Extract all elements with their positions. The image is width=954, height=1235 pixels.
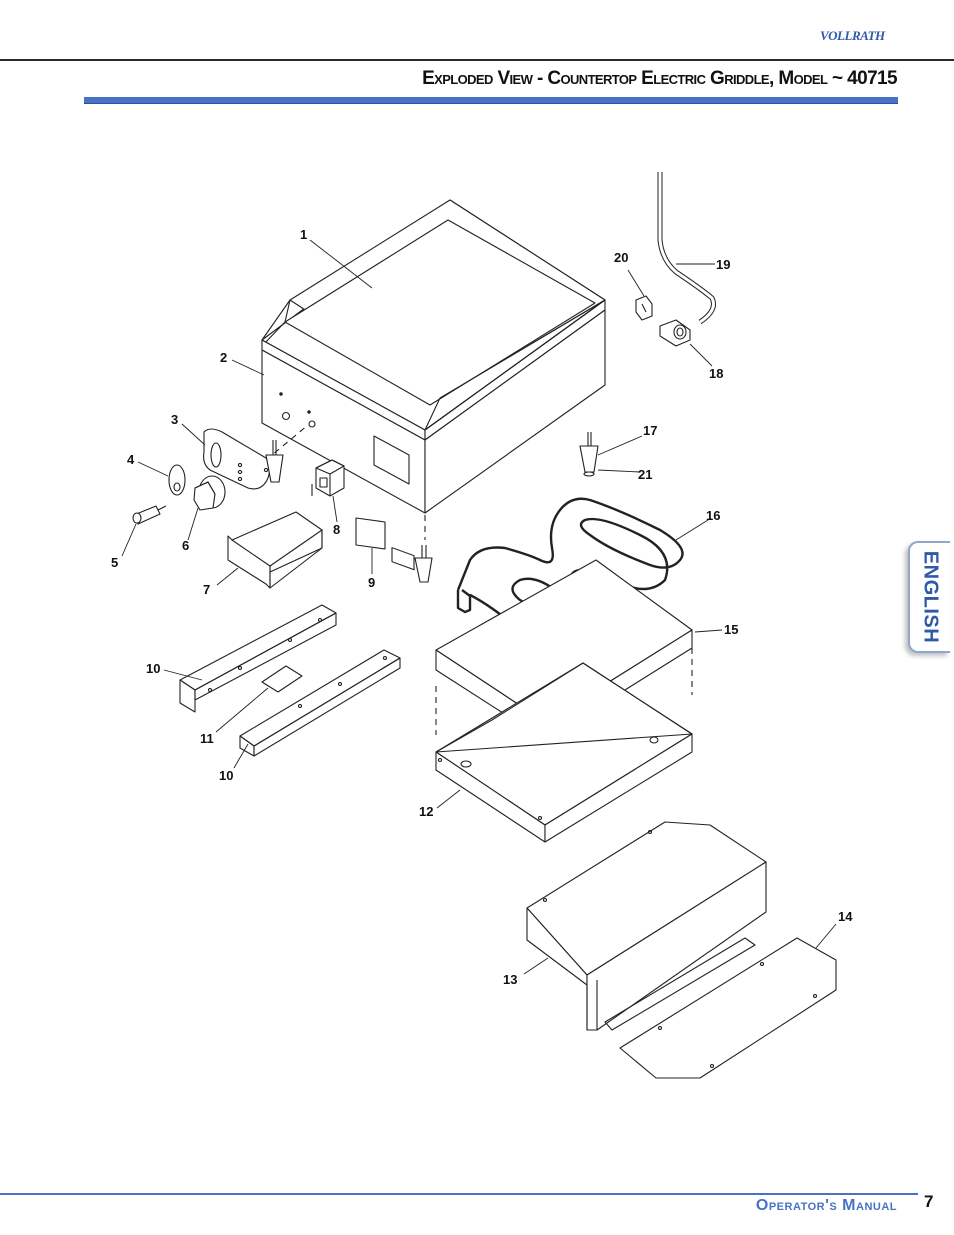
label-18: 18 bbox=[709, 366, 723, 381]
label-21: 21 bbox=[638, 467, 652, 482]
label-4: 4 bbox=[127, 452, 135, 467]
title-underline-shadow bbox=[84, 103, 898, 104]
part-bushing bbox=[659, 319, 691, 347]
part-heating-element bbox=[456, 497, 684, 647]
label-9: 9 bbox=[368, 575, 375, 590]
label-11: 11 bbox=[200, 731, 214, 746]
label-17: 17 bbox=[643, 423, 657, 438]
page-number: 7 bbox=[924, 1192, 934, 1211]
part-rails bbox=[179, 604, 401, 757]
leader-lines bbox=[121, 239, 837, 975]
label-14: 14 bbox=[838, 909, 853, 924]
label-20: 20 bbox=[614, 250, 628, 265]
part-feet bbox=[265, 432, 599, 583]
label-16: 16 bbox=[706, 508, 720, 523]
label-15: 15 bbox=[724, 622, 738, 637]
label-12: 12 bbox=[419, 804, 433, 819]
footer-rule bbox=[0, 1193, 918, 1195]
label-10: 10 bbox=[146, 661, 160, 676]
label-3: 3 bbox=[171, 412, 178, 427]
language-tab-label: ENGLISH bbox=[919, 550, 942, 644]
label-6: 6 bbox=[182, 538, 189, 553]
part-thermostat bbox=[132, 505, 167, 525]
part-control-plate bbox=[203, 428, 271, 490]
part-drip-tray bbox=[227, 511, 323, 589]
label-1: 1 bbox=[300, 227, 307, 242]
part-labels: 1 2 3 4 5 6 7 8 9 10 11 10 12 13 14 15 1… bbox=[111, 227, 853, 987]
label-13: 13 bbox=[503, 972, 517, 987]
header-rule bbox=[0, 59, 954, 61]
language-tab: ENGLISH bbox=[908, 541, 950, 653]
label-5: 5 bbox=[111, 555, 118, 570]
part-base-pan bbox=[435, 662, 693, 843]
label-19: 19 bbox=[716, 257, 730, 272]
label-8: 8 bbox=[333, 522, 340, 537]
footer-manual-title: Operator's Manual bbox=[755, 1197, 897, 1214]
part-griddle-body bbox=[261, 199, 606, 571]
part-switch bbox=[311, 459, 345, 497]
title-underline bbox=[84, 97, 898, 103]
label-7: 7 bbox=[203, 582, 210, 597]
part-knob bbox=[193, 475, 226, 511]
part-label-plate bbox=[355, 517, 386, 550]
part-strain-relief bbox=[635, 295, 653, 321]
part-gasket bbox=[168, 464, 186, 496]
label-2: 2 bbox=[220, 350, 227, 365]
part-power-cord bbox=[657, 172, 716, 325]
part-bottom-cover bbox=[526, 821, 767, 1031]
page-title: Exploded View - Countertop Electric Grid… bbox=[422, 68, 898, 89]
part-panel bbox=[619, 937, 837, 1079]
brand-logo: VOLLRATH bbox=[820, 28, 885, 43]
label-10b: 10 bbox=[219, 768, 233, 783]
